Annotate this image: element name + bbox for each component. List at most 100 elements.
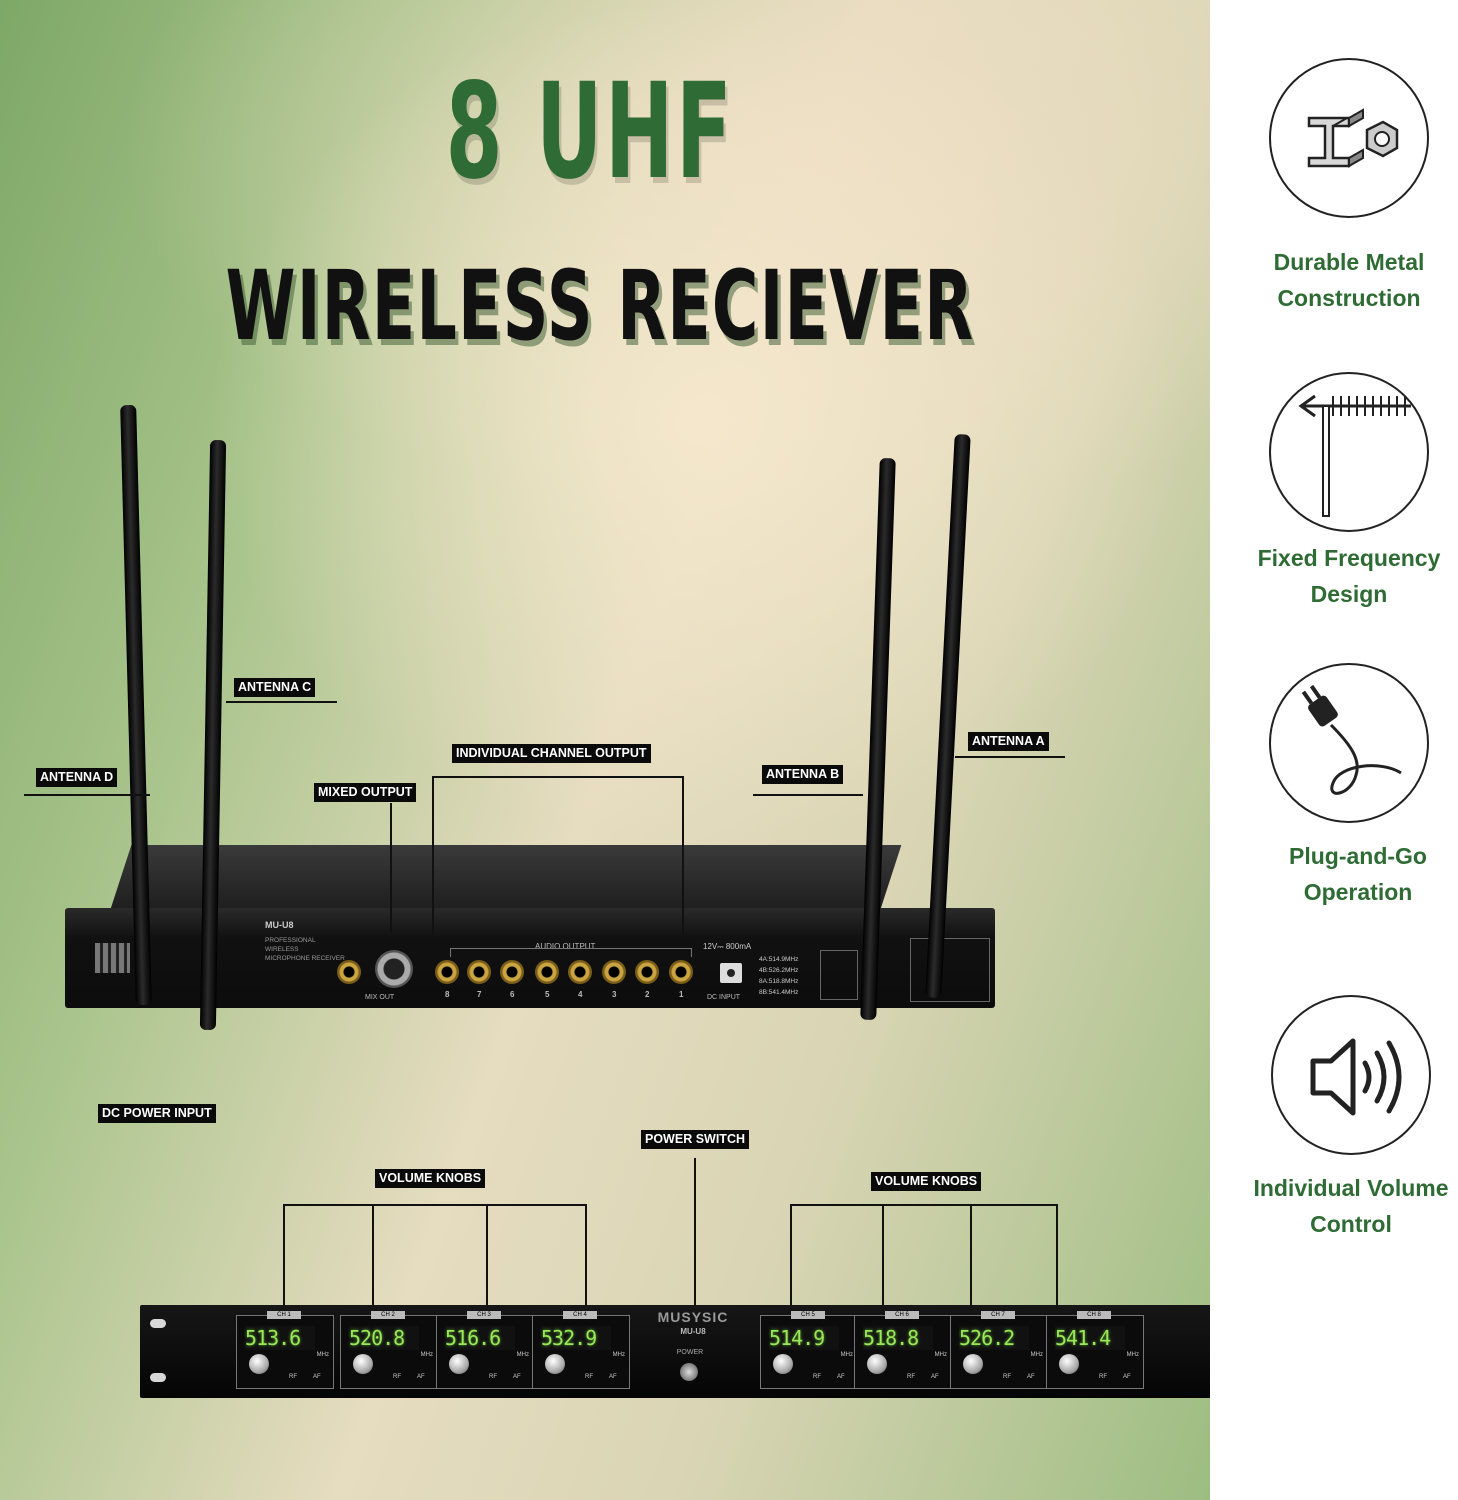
unit-label: MHz [316,1352,329,1358]
callout-bracket [790,1204,792,1364]
callout-antenna-b: ANTENNA B [762,765,844,784]
feature-label-plug-and-go: Plug-and-Go Operation [1234,838,1458,910]
output-jack-4[interactable] [568,960,592,984]
callout-bracket [790,1204,1058,1206]
feature-label-individual-volume: Individual Volume Control [1227,1170,1458,1242]
output-jack-1[interactable] [669,960,693,984]
af-indicator: AF [1027,1374,1035,1380]
power-rating: 12V⎓ 800mA [703,942,752,951]
frequency-display: 516.6 [445,1326,515,1350]
volume-knob[interactable] [353,1354,373,1374]
callout-volume-knobs-left: VOLUME KNOBS [375,1169,486,1188]
volume-knob[interactable] [249,1354,269,1374]
rack-ear-hole [150,1319,166,1328]
callout-antenna-d: ANTENNA D [36,768,118,787]
unit-label: MHz [840,1352,853,1358]
output-jack-2[interactable] [635,960,659,984]
rf-indicator: RF [585,1374,593,1380]
jack-number: 1 [679,990,684,999]
jack-number: 7 [477,990,482,999]
channel-tag: CH 1 [267,1311,301,1319]
callout-line [753,794,863,796]
volume-knob[interactable] [545,1354,565,1374]
front-brand: MUSYSIC [657,1309,729,1325]
frequency-display: 514.9 [769,1326,839,1350]
rf-indicator: RF [813,1374,821,1380]
channel-module-3: CH 3 516.6 MHz RF AF [436,1311,534,1389]
dc-input-label: DC INPUT [707,994,741,1001]
channel-tag: CH 2 [371,1311,405,1319]
volume-knob[interactable] [1059,1354,1079,1374]
mix-out-jack[interactable] [337,960,361,984]
receiver-back-panel: MU-U8 PROFESSIONAL WIRELESS MICROPHONE R… [65,908,995,1008]
callout-line [390,803,392,933]
freq-list-item: 4B:526.2MHz [759,967,799,974]
dc-input-jack[interactable] [720,963,742,983]
callout-line [955,756,1065,758]
jack-number: 6 [510,990,515,999]
metal-beam-icon [1269,58,1429,218]
callout-power-switch: POWER SWITCH [641,1130,749,1149]
unit-label: MHz [1030,1352,1043,1358]
channel-module-2: CH 2 520.8 MHz RF AF [340,1311,438,1389]
power-label: POWER [676,1349,704,1356]
audio-output-bracket [450,948,692,957]
output-jack-3[interactable] [602,960,626,984]
jack-number: 2 [645,990,650,999]
frequency-display: 518.8 [863,1326,933,1350]
feature-label-fixed-frequency: Fixed Frequency Design [1225,540,1458,612]
output-jack-6[interactable] [500,960,524,984]
channel-tag: CH 6 [885,1311,919,1319]
callout-line [694,1158,696,1338]
volume-knob[interactable] [449,1354,469,1374]
volume-knob[interactable] [963,1354,983,1374]
jack-number: 4 [578,990,583,999]
feature-text: Construction [1277,285,1421,311]
rf-indicator: RF [1099,1374,1107,1380]
callout-bracket [283,1204,285,1364]
audio-output-label: AUDIO OUTPUT [535,942,596,951]
output-jack-8[interactable] [435,960,459,984]
jack-number: 5 [545,990,550,999]
volume-knob[interactable] [773,1354,793,1374]
freq-list-item: 8A:518.8MHz [759,978,799,985]
rf-indicator: RF [489,1374,497,1380]
feature-sidebar: Durable Metal Construction Fixed Frequen… [1210,0,1458,1500]
frequency-display: 520.8 [349,1326,419,1350]
volume-knob[interactable] [867,1354,887,1374]
feature-text: Durable Metal [1273,249,1425,275]
mix-out-label: MIX OUT [365,994,395,1001]
af-indicator: AF [513,1374,521,1380]
feature-text: Individual Volume [1253,1175,1449,1201]
antenna-icon [1269,372,1429,532]
output-jack-7[interactable] [467,960,491,984]
xlr-connector[interactable] [375,950,413,988]
receiver-front-panel: MUSYSIC MU-U8 POWER CH 1 513.6 MHz RF AF… [140,1305,1210,1398]
feature-text: Operation [1303,879,1413,905]
callout-bracket [283,1204,587,1206]
callout-individual-channel-output: INDIVIDUAL CHANNEL OUTPUT [452,744,651,763]
unit-label: MHz [934,1352,947,1358]
callout-line [226,701,337,703]
headline-8-uhf: 8 UHF [445,55,735,209]
feature-text: Fixed Frequency [1257,545,1441,571]
power-switch[interactable] [680,1363,698,1381]
freq-list-item: 4A:514.9MHz [759,956,799,963]
channel-module-4: CH 4 532.9 MHz RF AF [532,1311,630,1389]
output-jack-5[interactable] [535,960,559,984]
af-indicator: AF [837,1374,845,1380]
receiver-top-cover [108,845,902,915]
af-indicator: AF [609,1374,617,1380]
freq-list: 4A:514.9MHz 4B:526.2MHz 8A:518.8MHz 8B:5… [759,954,798,998]
callout-dc-power-input: DC POWER INPUT [98,1104,216,1123]
channel-module-5: CH 5 514.9 MHz RF AF [760,1311,858,1389]
front-model: MU-U8 [680,1327,706,1336]
callout-mixed-output: MIXED OUTPUT [314,783,417,802]
frequency-display: 513.6 [245,1326,315,1350]
feature-label-durable: Durable Metal Construction [1225,244,1458,316]
headline-wireless-receiver: WIRELESS RECIEVER [225,250,975,362]
callout-bracket [585,1204,587,1364]
callout-antenna-c: ANTENNA C [234,678,316,697]
jack-number: 8 [445,990,450,999]
af-indicator: AF [313,1374,321,1380]
